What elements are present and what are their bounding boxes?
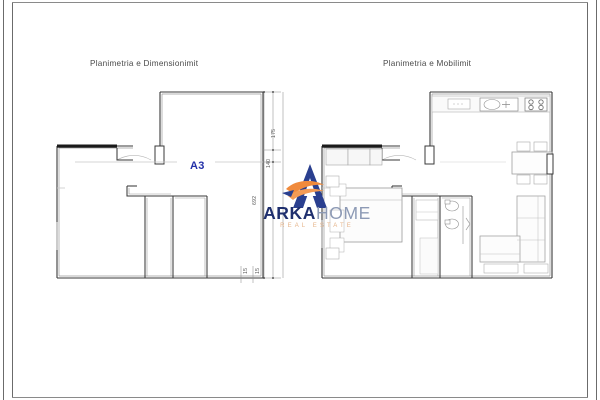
sheet-border-left-outer [3,0,4,400]
living-furniture [479,195,549,274]
sheet-border-left-inner [12,2,13,398]
dimension-140: 140 [266,158,272,168]
right-floor-plan [320,88,565,283]
kitchen-counter [431,95,551,113]
right-plan-title: Planimetria e Mobilimit [383,59,472,68]
dimension-15-b: 15 [255,267,261,274]
dining-set [511,141,553,185]
sheet-border-bottom [12,397,588,398]
dimension-175: 175 [271,128,277,138]
bathroom-fixtures [415,199,471,275]
bedroom-furniture [325,148,403,260]
left-plan-title: Planimetria e Dimensionimit [90,59,199,68]
dimension-692: 692 [252,195,258,205]
sheet-border-top [12,2,588,3]
sheet-border-right-outer [596,0,597,400]
room-label-a3: A3 [190,160,205,172]
sheet-border-right-inner [587,2,588,398]
dimension-15-a: 15 [243,267,249,274]
left-floor-plan [55,88,290,283]
